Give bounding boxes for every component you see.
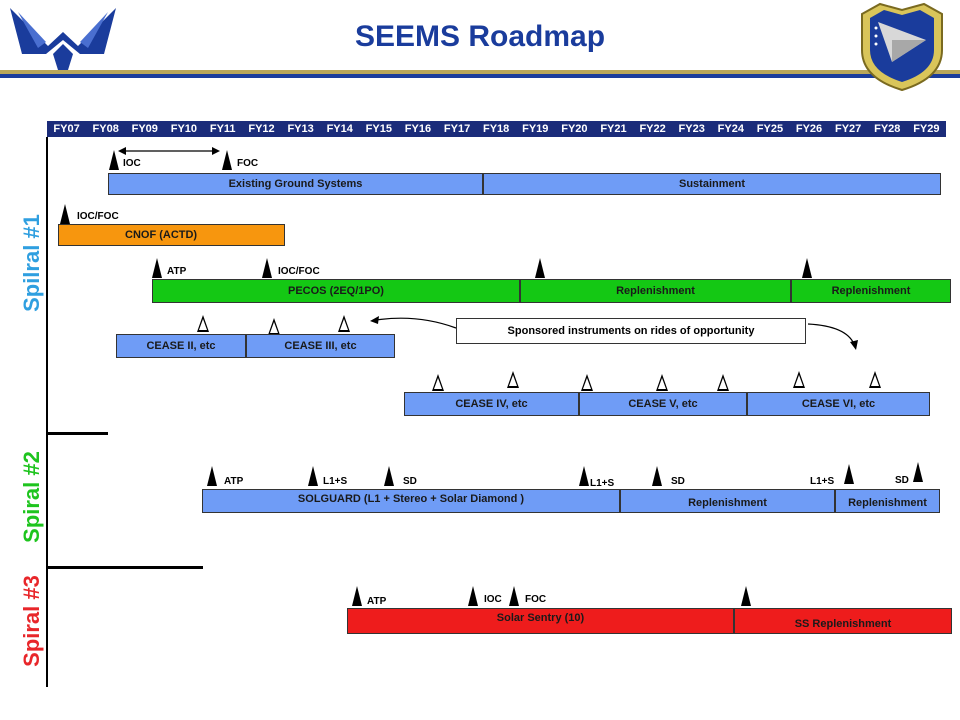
atp-milestone-marker <box>207 466 217 486</box>
spiral-1-label: Spilral #1 <box>19 214 44 312</box>
sustainment-bar: Sustainment <box>483 173 941 195</box>
cease-vi-bar: CEASE VI, etc <box>747 392 930 416</box>
iocfoc-label: IOC/FOC <box>278 266 320 277</box>
spiral-3-label: Spiral #3 <box>19 575 44 667</box>
page-title: SEEMS Roadmap <box>354 20 606 53</box>
ioc-milestone-marker <box>468 586 478 606</box>
fiscal-year-label: FY26 <box>795 123 823 135</box>
delta-milestone-marker <box>432 374 444 391</box>
fiscal-year-label: FY29 <box>913 123 940 135</box>
delta-milestone-marker <box>793 371 805 388</box>
cease-v-bar: CEASE V, etc <box>579 392 747 416</box>
solguard-replenishment-bar-1: Replenishment <box>620 489 835 513</box>
cease-ii-bar: CEASE II, etc <box>116 334 246 358</box>
existing-ground-systems-bar: Existing Ground Systems <box>108 173 483 195</box>
header-divider-gold <box>0 70 960 74</box>
sd-label: SD <box>895 475 909 486</box>
l1s-label: L1+S <box>590 478 615 489</box>
pecos-bar: PECOS (2EQ/1PO) <box>152 279 520 303</box>
fiscal-year-label: FY15 <box>365 123 392 135</box>
l1s-milestone-marker <box>844 464 854 484</box>
delta-milestone-marker <box>507 371 519 388</box>
delta-milestone-marker <box>268 318 280 335</box>
sd-milestone-marker <box>384 466 394 486</box>
delta-milestone-marker <box>581 374 593 391</box>
replenishment-milestone-marker <box>741 586 751 606</box>
cease-iii-bar: CEASE III, etc <box>246 334 395 358</box>
sd-label: SD <box>403 476 417 487</box>
l1s-label: L1+S <box>810 476 835 487</box>
pecos-replenishment-bar-2: Replenishment <box>791 279 951 303</box>
delta-milestone-marker <box>869 371 881 388</box>
note-arrow-right <box>807 323 858 350</box>
iocfoc-milestone-marker <box>60 204 70 224</box>
fiscal-year-label: FY07 <box>53 123 80 135</box>
delta-milestone-marker <box>717 374 729 391</box>
fiscal-year-label: FY18 <box>483 123 510 135</box>
fiscal-year-label: FY17 <box>443 123 471 135</box>
ioc-label: IOC <box>484 594 502 605</box>
air-force-wings-logo <box>10 8 116 70</box>
fiscal-year-label: FY27 <box>834 123 862 135</box>
foc-label: FOC <box>237 158 259 169</box>
pecos-replenishment-bar-1: Replenishment <box>520 279 791 303</box>
afrl-shield-logo <box>861 2 943 92</box>
delta-milestone-marker <box>197 315 209 332</box>
atp-label: ATP <box>167 266 187 277</box>
atp-milestone-marker <box>352 586 362 606</box>
fiscal-year-label: FY19 <box>522 123 549 135</box>
ioc-label: IOC <box>123 158 141 169</box>
atp-label: ATP <box>224 476 244 487</box>
fiscal-year-label: FY14 <box>326 123 353 135</box>
sd-label: SD <box>671 476 685 487</box>
iocfoc-label: IOC/FOC <box>77 211 119 222</box>
replenishment-milestone-marker <box>802 258 812 278</box>
atp-label: ATP <box>367 596 387 607</box>
fiscal-year-label: FY24 <box>717 123 744 135</box>
fiscal-year-label: FY09 <box>131 123 158 135</box>
replenishment-milestone-marker <box>535 258 545 278</box>
spiral-divider-1 <box>48 432 108 435</box>
foc-milestone-marker <box>509 586 519 606</box>
cnof-bar: CNOF (ACTD) <box>58 224 285 246</box>
solguard-bar: SOLGUARD (L1 + Stereo + Solar Diamond ) <box>202 489 620 513</box>
foc-milestone-marker <box>222 150 232 170</box>
ioc-foc-span-arrow <box>118 147 220 155</box>
iocfoc-milestone-marker <box>262 258 272 278</box>
atp-milestone-marker <box>152 258 162 278</box>
solar-sentry-bar: Solar Sentry (10) <box>347 608 734 634</box>
note-arrow-left <box>370 316 457 329</box>
sd-milestone-marker <box>652 466 662 486</box>
cease-iv-bar: CEASE IV, etc <box>404 392 579 416</box>
header-divider-navy <box>0 74 960 78</box>
fiscal-year-label: FY11 <box>209 123 236 135</box>
l1s-label: L1+S <box>323 476 348 487</box>
fiscal-year-label: FY13 <box>287 123 314 135</box>
delta-milestone-marker <box>656 374 668 391</box>
fiscal-year-label: FY16 <box>404 123 432 135</box>
ss-replenishment-bar: SS Replenishment <box>734 608 952 634</box>
ioc-milestone-marker <box>109 150 119 170</box>
sponsored-instruments-note: Sponsored instruments on rides of opport… <box>456 318 806 344</box>
sd-milestone-marker <box>913 462 923 482</box>
fiscal-year-label: FY25 <box>756 123 784 135</box>
solguard-replenishment-bar-2: Replenishment <box>835 489 940 513</box>
spiral-2-label: Spiral #2 <box>19 451 44 543</box>
fiscal-year-header: FY07 FY08 FY09 FY10 FY11 FY12 FY13 FY14 FY15 FY16… <box>47 121 946 137</box>
delta-milestone-marker <box>338 315 350 332</box>
fiscal-year-label: FY22 <box>639 123 666 135</box>
fiscal-year-label: FY20 <box>561 123 588 135</box>
fiscal-year-label: FY12 <box>248 123 275 135</box>
fiscal-year-label: FY23 <box>678 123 705 135</box>
l1s-milestone-marker <box>308 466 318 486</box>
fiscal-year-label: FY10 <box>170 123 198 135</box>
fiscal-year-label: FY21 <box>600 123 627 135</box>
spiral-divider-2 <box>48 566 203 569</box>
fiscal-year-label: FY08 <box>92 123 119 135</box>
l1s-milestone-marker <box>579 466 589 486</box>
timeline-left-axis <box>46 137 48 687</box>
foc-label: FOC <box>525 594 547 605</box>
fiscal-year-label: FY28 <box>874 123 901 135</box>
